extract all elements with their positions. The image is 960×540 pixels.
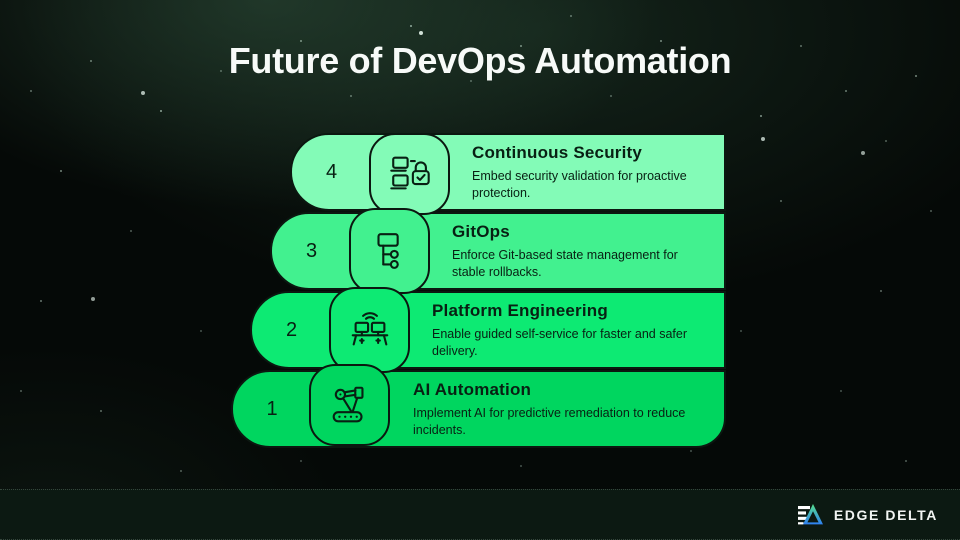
- step-text: Continuous Security Embed security valid…: [472, 143, 714, 201]
- workstations-wifi-icon: [347, 307, 393, 353]
- step-text: AI Automation Implement AI for predictiv…: [413, 380, 714, 438]
- robot-arm-conveyor-icon: [327, 382, 373, 428]
- step-row-platform-engineering: 2 Platform Engineering Enable guided sel…: [250, 291, 726, 369]
- edge-delta-logo-icon: [797, 503, 823, 524]
- step-text: Platform Engineering Enable guided self-…: [432, 301, 714, 359]
- step-title: Continuous Security: [472, 143, 643, 162]
- step-title: GitOps: [452, 222, 510, 241]
- step-icon-tab: [349, 208, 430, 294]
- step-description: Implement AI for predictive remediation …: [413, 406, 686, 437]
- step-number: 4: [325, 160, 338, 183]
- step-icon-tab: [309, 364, 390, 446]
- brand-name: EDGE DELTA: [833, 506, 938, 523]
- step-description: Enforce Git-based state management for s…: [452, 248, 678, 279]
- footer-bar: EDGE DELTA: [0, 489, 960, 540]
- step-title: Platform Engineering: [432, 301, 608, 320]
- step-description: Enable guided self-service for faster an…: [432, 327, 687, 358]
- brand-lockup: EDGE DELTA: [797, 502, 938, 528]
- step-description: Embed security validation for proactive …: [472, 169, 687, 200]
- step-title: AI Automation: [413, 380, 532, 399]
- git-flow-icon: [367, 228, 413, 274]
- security-devices-lock-icon: [387, 151, 433, 197]
- step-number: 1: [266, 397, 278, 420]
- step-icon-tab: [369, 133, 450, 215]
- step-number: 2: [285, 318, 298, 341]
- step-icon-tab: [329, 287, 410, 373]
- page-title: Future of DevOps Automation: [228, 40, 732, 81]
- step-text: GitOps Enforce Git-based state managemen…: [452, 222, 714, 280]
- step-row-ai-automation: 1 AI Automation Implement AI for predict…: [231, 370, 726, 448]
- step-row-continuous-security: 4 Continuous Security Embed security val…: [290, 133, 726, 211]
- step-number: 3: [305, 239, 318, 262]
- step-row-gitops: 3 GitOps Enforce Git-based state managem…: [270, 212, 726, 290]
